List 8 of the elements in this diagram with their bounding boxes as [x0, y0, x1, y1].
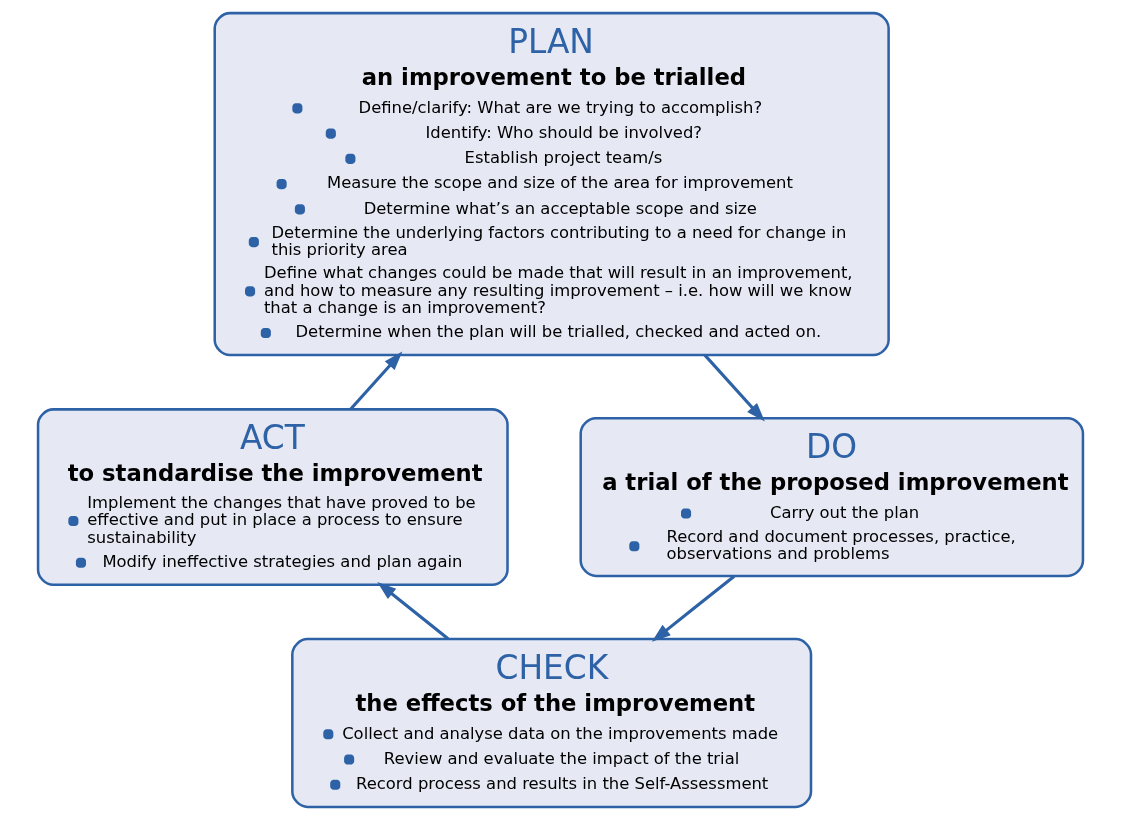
arrow	[651, 574, 736, 642]
arrow	[703, 354, 765, 422]
node-box: PLAN an improvement to be trialled Define/clarify: What are we trying to accomplish? Identify: Who should be involved? Establish project team/s Measure the scope and size of the area for improvement Determine what’s an acceptable scope and size Determine the underlying factors contributing to a need for change in this priority area Define what changes could be made that will result in an improvement, and how to measure any resulting improvement – i.e. how will we know that a change is an improvement? Determine when the plan will be trialled, checked and acted on.	[213, 11, 890, 357]
arrow	[349, 351, 403, 411]
node-box: ACT to standardise the improvement Implement the changes that have proved to be effective and put in place a process to ensure sustainability Modify ineffective strategies and plan again	[36, 408, 509, 587]
node-box: DO a trial of the proposed improvement Carry out the plan Record and document processes, practice, observations and problems	[579, 416, 1085, 578]
node-box: CHECK the effects of the improvement Collect and analyse data on the improvements made Review and evaluate the impact of the trial Record process and results in the Self-Assessment	[291, 637, 813, 809]
arrow	[377, 582, 450, 640]
